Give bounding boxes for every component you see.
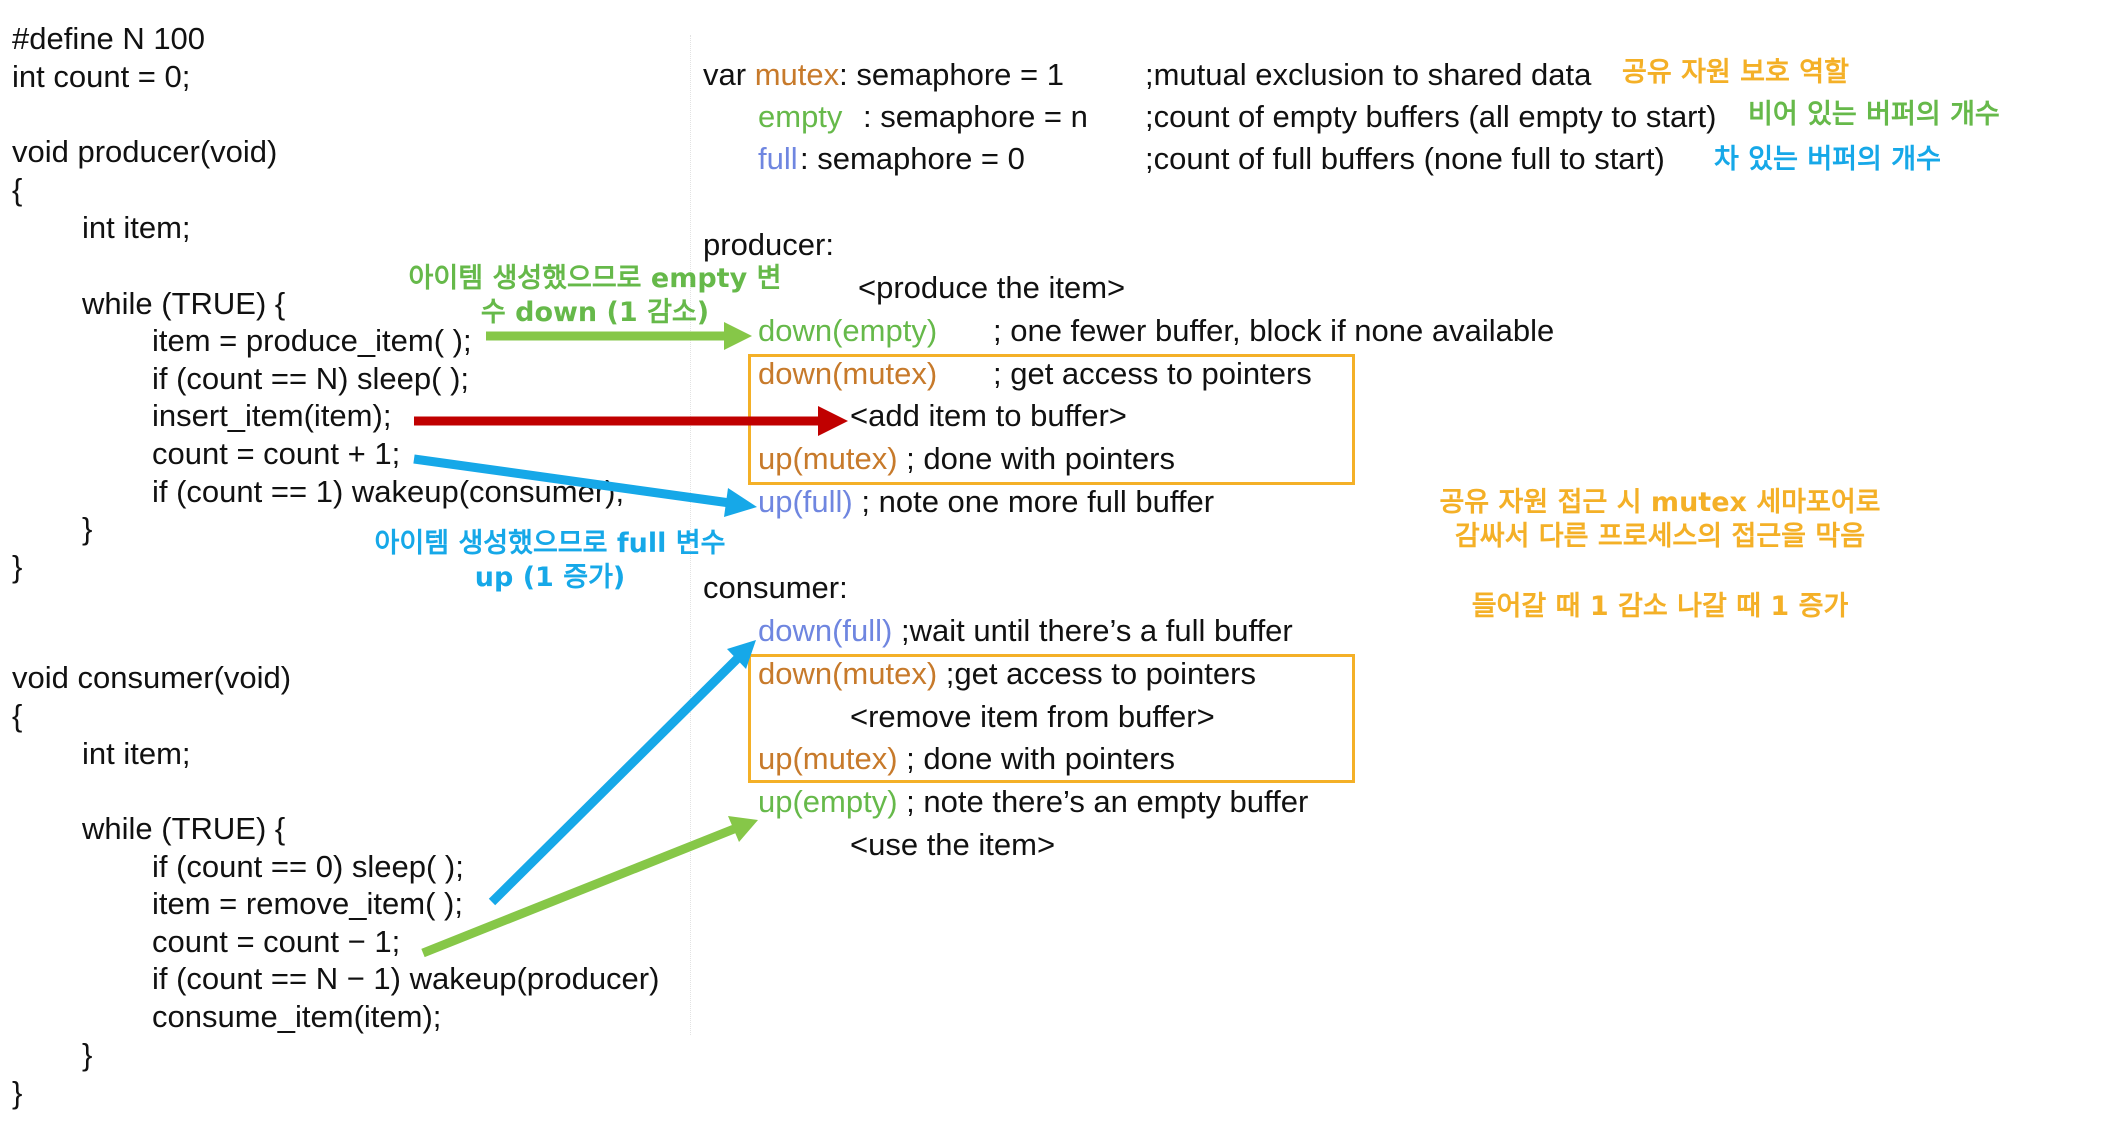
code-line: if (count == 0) sleep( ); [152,849,464,884]
blue-arrow-full-up-head [724,488,757,517]
up-empty-line: up(empty) ; note there’s an empty buffer [758,785,1308,819]
up-mutex-line: up(mutex) ; done with pointers [758,742,1175,776]
down-empty-comment: ; one fewer buffer, block if none availa… [993,313,1555,348]
add-item-step: <add item to buffer> [850,398,1127,433]
blue-arrow-down-full-head [727,640,756,669]
up-full-line: up(full) ; note one more full buffer [758,485,1214,519]
code-line: { [12,698,23,733]
code-line: while (TRUE) { [82,811,286,846]
code-line: if (count == N − 1) wakeup(producer) [152,961,660,996]
up-mutex-comment: ; done with pointers [897,441,1175,476]
blue-arrow-full-up [413,454,731,508]
full-comment: ;count of full buffers (none full to sta… [1145,141,1665,176]
code-line: int count = 0; [12,59,191,94]
up-empty-comment: ; note there’s an empty buffer [897,784,1309,819]
green-arrow-up-empty [421,824,736,958]
red-arrow-insert-head [818,406,848,436]
full-up-annotation: 아이템 생성했으므로 full 변수 up (1 증가) [340,527,760,595]
green-arrow-empty-down-head [724,322,752,350]
consumer-mutex-box [748,654,1355,783]
annotation-line: 들어갈 때 1 감소 나갈 때 1 증가 [1471,591,1849,622]
code-line: while (TRUE) { [82,286,286,321]
down-mutex-comment: ;get access to pointers [937,656,1256,691]
empty-name: empty [758,99,843,134]
annotation-line: 감싸서 다른 프로세스의 접근을 막음 [1454,521,1866,552]
up-mutex-line: up(mutex) ; done with pointers [758,442,1175,476]
code-line: consume_item(item); [152,999,442,1034]
code-line: } [12,1075,23,1110]
code-line: int item; [82,210,191,245]
down-full: down(full) [758,613,893,648]
code-line: } [12,549,23,584]
full-korean-note: 차 있는 버퍼의 개수 [1714,144,1941,175]
column-divider [690,35,691,1035]
blue-arrow-down-full [488,655,741,906]
up-mutex: up(mutex) [758,741,898,776]
up-empty: up(empty) [758,784,898,819]
up-full: up(full) [758,484,853,519]
empty-korean-note: 비어 있는 버퍼의 개수 [1748,99,2000,130]
up-mutex: up(mutex) [758,441,898,476]
code-line: } [82,511,93,546]
empty-down-annotation: 아이템 생성했으므로 empty 변 수 down (1 감소) [385,262,805,330]
code-line: #define N 100 [12,21,206,56]
down-mutex-comment: ; get access to pointers [993,356,1312,391]
full-name: full [758,141,798,176]
mutex-declaration: var mutex: semaphore = 1 [703,58,1064,92]
var-keyword: var [703,57,755,92]
down-empty: down(empty) [758,313,938,348]
annotation-line: up (1 증가) [474,562,626,593]
annotation-line: 아이템 생성했으므로 full 변수 [374,528,726,559]
empty-comment: ;count of empty buffers (all empty to st… [1145,99,1717,134]
code-line: insert_item(item); [152,398,392,433]
remove-item-step: <remove item from buffer> [850,699,1215,734]
produce-item-step: <produce the item> [858,270,1126,305]
code-line: count = count + 1; [152,436,401,471]
down-mutex: down(mutex) [758,656,938,691]
producer-label: producer: [703,227,834,262]
full-type: : semaphore = 0 [800,141,1025,176]
mutex-annotation: 공유 자원 접근 시 mutex 세마포어로 감싸서 다른 프로세스의 접근을 … [1380,486,1940,624]
code-line: count = count − 1; [152,924,401,959]
code-line: } [82,1037,93,1072]
up-mutex-comment: ; done with pointers [897,741,1175,776]
up-full-comment: ; note one more full buffer [852,484,1215,519]
code-line: item = produce_item( ); [152,323,472,358]
annotation-line: 공유 자원 접근 시 mutex 세마포어로 [1439,487,1881,518]
down-mutex-line: down(mutex) ;get access to pointers [758,657,1256,691]
down-mutex: down(mutex) [758,356,938,391]
empty-type: : semaphore = n [863,99,1088,134]
consumer-label: consumer: [703,570,848,605]
code-line: { [12,172,23,207]
down-full-line: down(full) ;wait until there’s a full bu… [758,614,1293,648]
code-line: if (count == N) sleep( ); [152,361,470,396]
annotation-line: 수 down (1 감소) [480,297,710,328]
use-item-step: <use the item> [850,827,1056,862]
annotation-line: 아이템 생성했으므로 empty 변 [408,263,782,294]
green-arrow-up-empty-head [728,816,758,842]
code-line: if (count == 1) wakeup(consumer); [152,474,625,509]
code-line: void producer(void) [12,134,278,169]
mutex-korean-note: 공유 자원 보호 역할 [1622,57,1849,88]
code-line: void consumer(void) [12,660,292,695]
code-line: int item; [82,736,191,771]
mutex-comment: ;mutual exclusion to shared data [1145,57,1592,92]
mutex-name: mutex [754,57,840,92]
code-line: item = remove_item( ); [152,886,463,921]
down-full-comment: ;wait until there’s a full buffer [892,613,1293,648]
mutex-type: : semaphore = 1 [839,57,1064,92]
